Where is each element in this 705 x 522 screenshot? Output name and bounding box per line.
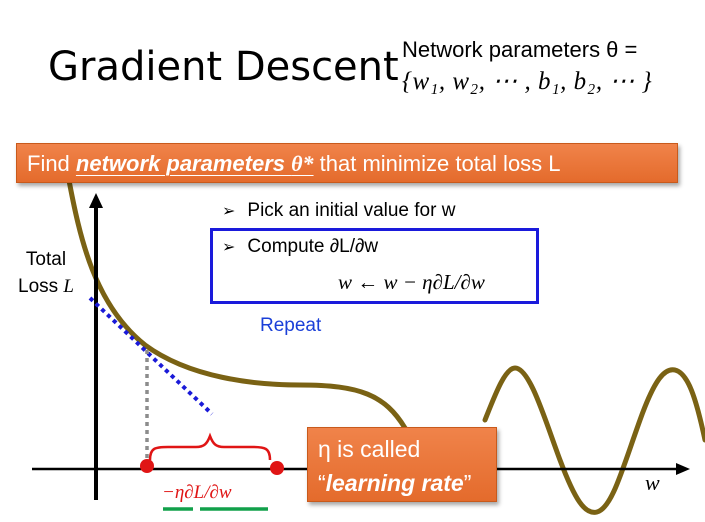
x-axis-label: w	[645, 470, 660, 495]
page-title: Gradient Descent	[48, 44, 399, 90]
learning-rate-line2: “learning rate”	[318, 466, 496, 500]
updated-point	[270, 461, 284, 475]
x-axis-arrowhead	[676, 463, 690, 475]
bullet-arrow-icon: ➢	[222, 239, 236, 256]
network-params-line1: Network parameters θ =	[402, 37, 638, 62]
learning-rate-term: learning rate	[325, 470, 464, 496]
banner-emphasis: network parameters θ*	[76, 151, 314, 176]
compute-update-box	[210, 228, 539, 304]
quote-close: ”	[463, 470, 472, 496]
objective-banner: Find network parameters θ* that minimize…	[16, 143, 678, 183]
network-params-line2: {w₁, w₂, ⋯ , b₁, b₂, ⋯ }	[402, 68, 653, 95]
y-axis-arrowhead	[89, 193, 103, 208]
tangent-line	[88, 296, 214, 416]
banner-emphasis-text: network parameters	[75, 151, 292, 176]
bullet-arrow-icon: ➢	[222, 203, 236, 220]
loss-curve-wave	[482, 365, 705, 515]
learning-rate-callout: η is called “learning rate”	[307, 427, 497, 502]
repeat-label: Repeat	[260, 315, 322, 336]
step-compute-gradient: ➢ Compute ∂L/∂w	[222, 236, 378, 258]
banner-prefix: Find	[27, 151, 76, 176]
step-brace	[148, 432, 272, 461]
learning-rate-line1: η is called	[318, 436, 421, 462]
initial-point	[140, 459, 154, 473]
step1-text: Pick an initial value for w	[247, 200, 456, 221]
step2-text: Compute ∂L/∂w	[247, 236, 379, 257]
banner-theta: θ*	[291, 151, 314, 176]
step-pick-initial: ➢ Pick an initial value for w	[222, 200, 455, 222]
y-axis-label-line1: Total	[25, 249, 67, 270]
step-size-label: −η∂L/∂w	[162, 482, 232, 503]
y-axis-label-line2: Loss L	[18, 273, 74, 300]
banner-suffix: that minimize total loss L	[313, 151, 561, 176]
y-axis-label-text: Loss	[18, 276, 64, 297]
y-axis-label: Total Loss L	[18, 246, 74, 300]
y-axis-label-var: L	[63, 276, 74, 297]
quote-open: “	[318, 470, 326, 496]
update-rule: w ← w − η∂L/∂w	[338, 270, 485, 294]
network-params-definition: Network parameters θ = {w₁, w₂, ⋯ , b₁, …	[402, 34, 652, 98]
